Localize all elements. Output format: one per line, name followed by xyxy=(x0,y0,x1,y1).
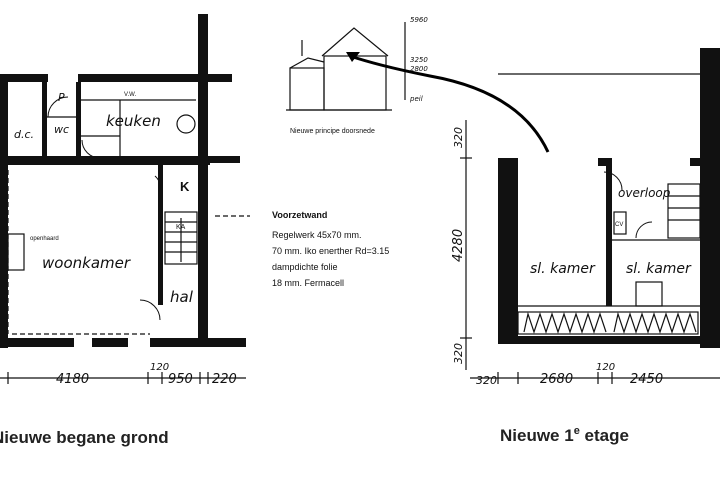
ground-dimension-line: 4180 120 950 220 xyxy=(0,362,246,387)
dim-4180: 4180 xyxy=(56,372,89,387)
section-level-mid2: 2800 xyxy=(410,65,428,73)
dim-h-2450: 2450 xyxy=(630,372,663,387)
dim-h-120: 120 xyxy=(596,362,615,373)
room-label-dc: d.c. xyxy=(14,128,34,141)
label-ka: KA xyxy=(176,224,186,231)
wall-bottom-left xyxy=(0,338,74,347)
room-label-sl-kamer-1: sl. kamer xyxy=(530,261,596,277)
dim-v-4280: 4280 xyxy=(451,229,466,262)
legend-line-3: dampdichte folie xyxy=(272,262,338,272)
wall-top-right xyxy=(198,74,232,82)
legend-voorzetwand: Voorzetwand Regelwerk 45x70 mm. 70 mm. I… xyxy=(272,210,389,288)
wall-top-mid-1e xyxy=(598,158,612,166)
wall-top-mid xyxy=(78,74,198,82)
wall-left xyxy=(0,74,8,348)
wall-right-1e xyxy=(700,48,720,348)
stairs-first xyxy=(667,183,701,239)
section-sketch: 5960 3250 2800 peil Nieuwe principe door… xyxy=(286,16,550,153)
room-label-keuken: keuken xyxy=(106,112,161,130)
arrow-connector xyxy=(349,54,550,153)
ground-floor-caption: Nieuwe begane grond xyxy=(0,428,169,447)
wall-middle-ext xyxy=(210,156,240,163)
cv-closet xyxy=(613,211,627,235)
dim-220: 220 xyxy=(212,372,237,387)
room-label-woonkamer: woonkamer xyxy=(42,254,131,272)
label-openhaard: openhaard xyxy=(30,236,59,242)
label-vw: V.W. xyxy=(124,92,136,98)
stairs-ground xyxy=(164,211,198,265)
section-level-top: 5960 xyxy=(410,16,428,24)
room-label-p: P xyxy=(58,91,65,104)
room-label-overloop: overloop xyxy=(618,186,671,200)
legend-line-4: 18 mm. Fermacell xyxy=(272,278,344,288)
wall-middle xyxy=(0,156,210,165)
ground-floor-plan: keuken woonkamer hal wc d.c. P K openhaa… xyxy=(0,14,250,447)
wall-bottom-mid xyxy=(92,338,128,347)
first-floor-plan: sl. kamer sl. kamer overloop CV 320 4280… xyxy=(451,48,720,445)
partition-dc xyxy=(42,82,47,158)
legend-line-2: 70 mm. Iko enerther Rd=3.15 xyxy=(272,246,389,256)
wall-top-left xyxy=(0,74,48,82)
wall-left-1e xyxy=(498,158,518,344)
partition-hal xyxy=(158,165,163,305)
dim-h-320: 320 xyxy=(476,374,497,387)
dim-h-2680: 2680 xyxy=(540,372,573,387)
dim-950: 950 xyxy=(168,372,193,387)
room-label-k: K xyxy=(180,179,190,194)
section-level-mid: 3250 xyxy=(410,56,428,64)
legend-line-1: Regelwerk 45x70 mm. xyxy=(272,230,362,240)
legend-title: Voorzetwand xyxy=(272,210,327,220)
room-label-sl-kamer-2: sl. kamer xyxy=(626,261,692,277)
partition-wc xyxy=(76,82,81,158)
wall-bottom-right xyxy=(150,338,246,347)
room-label-wc: wc xyxy=(54,123,69,136)
wall-bottom-1e xyxy=(498,336,720,344)
room-label-hal: hal xyxy=(170,288,194,306)
sink-icon xyxy=(176,114,196,134)
wardrobe-hatching xyxy=(517,311,699,335)
first-horizontal-dimension: 320 2680 120 2450 xyxy=(470,362,720,387)
dim-v-320-top: 320 xyxy=(452,127,465,148)
wall-right xyxy=(198,14,208,346)
first-vertical-dimension: 320 4280 320 xyxy=(451,120,472,370)
dim-v-320-bot: 320 xyxy=(452,343,465,364)
partition-1e xyxy=(606,166,612,306)
dim-120: 120 xyxy=(150,362,169,373)
section-caption: Nieuwe principe doorsnede xyxy=(290,128,375,135)
section-level-peil: peil xyxy=(409,95,423,103)
fireplace xyxy=(7,233,25,271)
label-cv: CV xyxy=(615,222,623,228)
first-floor-caption: Nieuwe 1e etage xyxy=(500,425,629,445)
